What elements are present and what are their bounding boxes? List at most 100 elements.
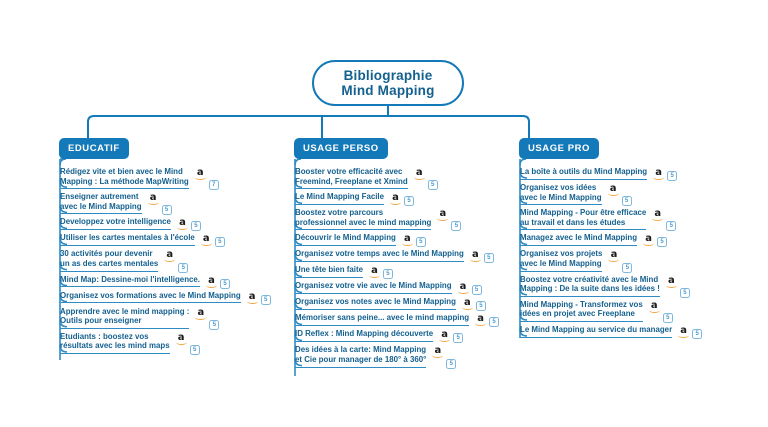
- amazon-a-icon[interactable]: a: [175, 332, 187, 345]
- rating-badge[interactable]: 5: [219, 278, 230, 289]
- amazon-a-icon[interactable]: a: [147, 193, 159, 206]
- rating-badge[interactable]: 5: [260, 294, 271, 305]
- rating-badge[interactable]: 5: [189, 344, 200, 355]
- rating-badge[interactable]: 5: [679, 287, 690, 298]
- amazon-a-icon[interactable]: a: [461, 298, 473, 311]
- amazon-a-icon[interactable]: a: [164, 250, 176, 263]
- rating-badge[interactable]: 5: [404, 196, 414, 207]
- rating-badge[interactable]: 5: [483, 253, 494, 264]
- amazon-a-icon[interactable]: a: [475, 314, 487, 327]
- rating-badge[interactable]: 5: [451, 221, 462, 232]
- book-item[interactable]: Mémoriser sans peine... avec le mind map…: [295, 313, 520, 328]
- rating-badge[interactable]: 7: [208, 180, 219, 191]
- amazon-a-icon[interactable]: a: [195, 307, 207, 320]
- rating-badge[interactable]: 5: [657, 237, 668, 248]
- amazon-a-icon[interactable]: a: [648, 300, 660, 313]
- amazon-a-icon[interactable]: a: [643, 234, 655, 247]
- book-item[interactable]: Organisez votre temps avec le Mind Mappi…: [295, 249, 520, 264]
- amazon-a-icon[interactable]: a: [401, 234, 413, 247]
- rating-badge[interactable]: 5: [415, 237, 426, 248]
- amazon-a-icon[interactable]: a: [194, 168, 206, 180]
- amazon-a-icon[interactable]: a: [653, 168, 665, 180]
- amazon-a-icon[interactable]: a: [368, 266, 380, 279]
- rating-badge[interactable]: 5: [489, 317, 500, 328]
- amazon-a-icon[interactable]: a: [469, 250, 481, 263]
- amazon-a-icon[interactable]: a: [432, 346, 444, 359]
- book-title: Mémoriser sans peine... avec le mind map…: [295, 313, 470, 326]
- rating-badge[interactable]: 5: [453, 333, 464, 344]
- amazon-a-icon[interactable]: a: [390, 193, 401, 206]
- amazon-a-icon[interactable]: a: [665, 275, 677, 288]
- rating-badge[interactable]: 5: [190, 221, 201, 232]
- rating-badge[interactable]: 5: [161, 205, 172, 216]
- rating-badge[interactable]: 5: [214, 237, 225, 248]
- amazon-a-icon[interactable]: a: [439, 330, 451, 343]
- category-header-usage-pro[interactable]: USAGE PRO: [519, 138, 599, 159]
- rating-badge[interactable]: 5: [178, 262, 189, 273]
- amazon-a-icon[interactable]: a: [205, 275, 217, 288]
- amazon-a-icon[interactable]: a: [437, 209, 449, 222]
- rating-badge[interactable]: 5: [471, 285, 482, 296]
- rating-badge-value: 5: [670, 173, 674, 179]
- amazon-a-icon[interactable]: a: [652, 209, 664, 222]
- book-item[interactable]: Apprendre avec le mind mapping :Outils p…: [60, 307, 275, 330]
- rating-badge[interactable]: 5: [622, 262, 633, 273]
- rating-badge[interactable]: 5: [209, 319, 220, 330]
- rating-badge[interactable]: 5: [382, 269, 393, 280]
- root-node[interactable]: Bibliographie Mind Mapping: [312, 60, 464, 106]
- book-item[interactable]: Organisez vos notes avec le Mind Mapping…: [295, 297, 520, 312]
- amazon-a-icon[interactable]: a: [413, 168, 425, 180]
- rating-badge[interactable]: 5: [427, 180, 438, 191]
- book-item[interactable]: Organisez votre vie avec le Mind Mapping…: [295, 281, 520, 296]
- rating-badge[interactable]: 5: [621, 196, 632, 207]
- category-header-usage-perso[interactable]: USAGE PERSO: [294, 138, 388, 159]
- amazon-a-icon[interactable]: a: [176, 218, 188, 231]
- amazon-a-icon[interactable]: a: [457, 282, 469, 295]
- amazon-a-icon[interactable]: a: [246, 291, 258, 304]
- book-title: Developpez votre intelligence: [60, 217, 171, 230]
- rating-badge[interactable]: 5: [667, 171, 678, 181]
- rating-badge[interactable]: 5: [692, 328, 703, 339]
- category-header-educatif[interactable]: EDUCATIF: [59, 138, 129, 159]
- rating-badge[interactable]: 5: [666, 221, 677, 232]
- book-item-row: Organisez vos notes avec le Mind Mapping…: [295, 297, 520, 311]
- amazon-a-icon[interactable]: a: [678, 325, 690, 338]
- rating-badge[interactable]: 5: [662, 312, 673, 323]
- rating-badge[interactable]: 5: [446, 358, 457, 369]
- book-item[interactable]: Organisez vos formations avec le Mind Ma…: [60, 291, 275, 305]
- book-title-line: professionnel avec le mind mapping: [295, 217, 432, 227]
- rating-badge-value: 5: [449, 360, 453, 367]
- rating-badge[interactable]: 5: [475, 301, 486, 312]
- amazon-a-icon[interactable]: a: [607, 184, 619, 196]
- amazon-a-icon[interactable]: a: [608, 250, 620, 263]
- amazon-a-icon[interactable]: a: [200, 234, 212, 247]
